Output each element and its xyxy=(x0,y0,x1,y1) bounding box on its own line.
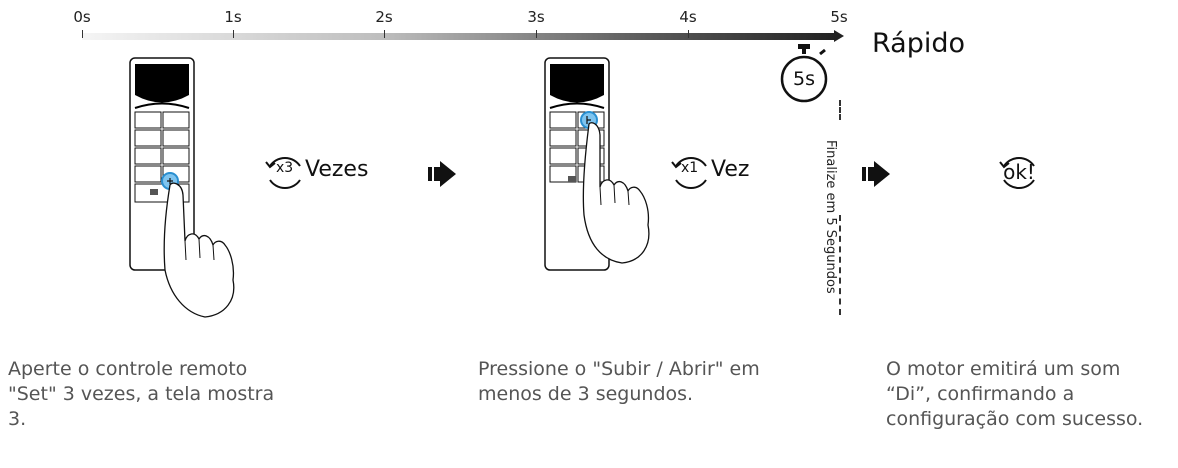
tick-label-0s: 0s xyxy=(73,8,91,26)
tick-label-2s: 2s xyxy=(375,8,393,26)
timeline-arrowhead xyxy=(834,30,844,42)
stopwatch-icon: 5s xyxy=(774,42,834,104)
count-prefix: x3 xyxy=(276,160,294,176)
repeat-arc-icon xyxy=(668,148,714,198)
remote-control-illustration xyxy=(125,55,245,325)
deadline-text: Finalize em 5 Segundos xyxy=(823,140,838,294)
speed-title: Rápido xyxy=(872,28,966,59)
tick-label-4s: 4s xyxy=(679,8,697,26)
success-ok-icon: ok! xyxy=(996,148,1042,198)
tick-mark xyxy=(233,30,234,38)
step-2-caption: Pressione o "Subir / Abrir" em menos de … xyxy=(478,358,760,405)
ok-label: ok! xyxy=(1003,160,1035,184)
tick-mark xyxy=(536,30,537,38)
count-label: Vez xyxy=(711,157,750,182)
tick-mark xyxy=(688,30,689,38)
repeat-arc-icon xyxy=(262,148,308,198)
next-arrow-icon xyxy=(428,161,458,191)
count-prefix: x1 xyxy=(681,160,699,176)
timeline-bar xyxy=(82,33,837,40)
remote-control-illustration xyxy=(540,55,660,325)
stopwatch-label: 5s xyxy=(793,68,815,90)
step-3-caption: O motor emitirá um som “Di”, confirmando… xyxy=(886,358,1144,430)
next-arrow-icon xyxy=(862,161,892,191)
step-1-caption: Aperte o controle remoto "Set" 3 vezes, … xyxy=(8,358,275,430)
tick-mark xyxy=(384,30,385,38)
tick-label-3s: 3s xyxy=(527,8,545,26)
tick-label-1s: 1s xyxy=(224,8,242,26)
tick-mark xyxy=(82,30,83,38)
deadline-dashed-line-top xyxy=(839,100,841,120)
tick-label-5s: 5s xyxy=(830,8,848,26)
deadline-dashed-line xyxy=(839,215,841,315)
count-label: Vezes xyxy=(305,157,369,182)
